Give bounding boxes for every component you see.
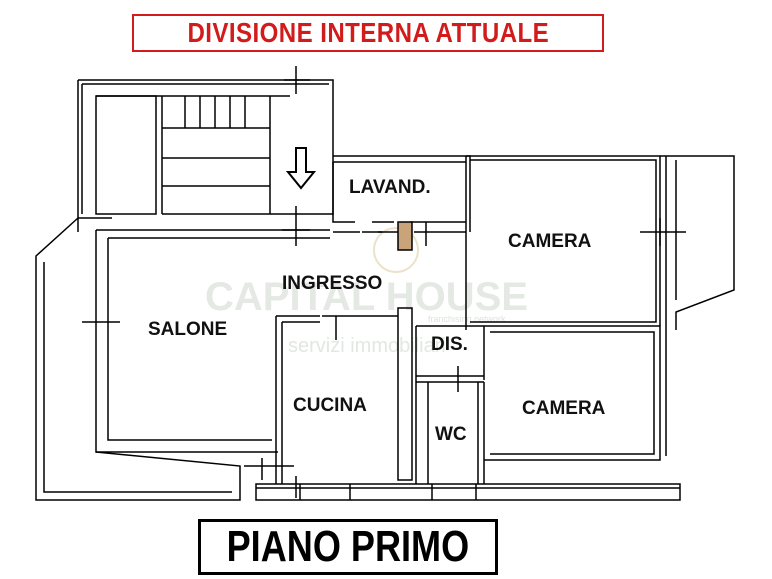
plan-title-box: DIVISIONE INTERNA ATTUALE [132, 14, 604, 52]
entrance-arrow-icon [285, 147, 317, 190]
room-label-ingresso: INGRESSO [282, 273, 382, 294]
room-label-camera-top: CAMERA [508, 231, 592, 252]
plan-title: DIVISIONE INTERNA ATTUALE [187, 17, 549, 48]
room-label-cucina: CUCINA [293, 395, 367, 416]
room-label-wc: WC [435, 424, 467, 445]
floor-label: PIANO PRIMO [226, 522, 470, 571]
watermark-small: franchising network [428, 314, 506, 324]
room-label-camera-bottom: CAMERA [522, 398, 606, 419]
floor-label-box: PIANO PRIMO [198, 519, 498, 575]
room-label-disimpegno: DIS. [431, 334, 468, 355]
watermark-logo-icon [373, 227, 419, 273]
watermark-tagline: servizi immobiliari [288, 335, 446, 357]
watermark-brand: CAPITAL HOUSE [205, 275, 528, 319]
watermark: CAPITAL HOUSE servizi immobiliari franch… [205, 227, 528, 357]
room-label-salone: SALONE [148, 319, 227, 340]
room-label-lavanderia: LAVAND. [349, 177, 431, 198]
walls [35, 66, 735, 501]
